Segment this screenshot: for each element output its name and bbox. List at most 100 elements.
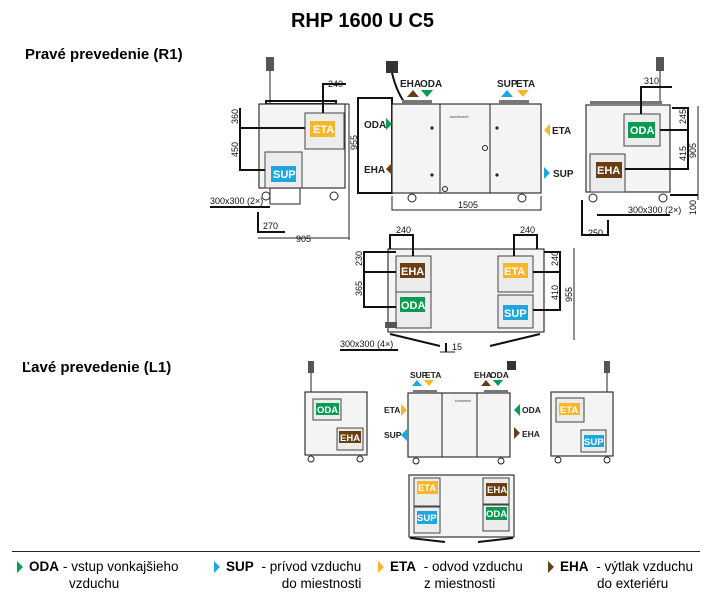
legend-text: - výtlak vzduchu	[592, 559, 694, 574]
motor-icon	[604, 361, 610, 373]
eta-arrow-icon	[401, 404, 407, 416]
flow-label-sup: SUP	[553, 169, 574, 180]
dim-label: 240	[328, 79, 343, 89]
l1-front-view: komfovent SUP ETA EHA ODA ETA SUP ODA EH…	[384, 361, 541, 465]
oda-arrow-icon	[17, 561, 23, 573]
legend-text: do exteriéru	[597, 576, 669, 591]
eta-arrow-icon	[517, 90, 529, 97]
dim-label: 100	[688, 200, 698, 215]
legend-text: vzduchu	[69, 576, 120, 591]
legend-text: z miestnosti	[424, 576, 496, 591]
eta-arrow-icon	[544, 124, 550, 136]
oda-arrow-icon	[514, 404, 520, 416]
legend-text: - odvod vzduchu	[420, 559, 523, 574]
sup-arrow-icon	[544, 167, 550, 179]
dim-label: 955	[349, 135, 359, 150]
dim-label: 240	[520, 225, 535, 235]
dim-label: 905	[688, 143, 698, 158]
l1-bottom-view: ETA SUP EHA ODA	[408, 474, 515, 543]
sup-tag: SUP	[584, 437, 604, 448]
section-title-right: Pravé prevedenie (R1)	[25, 46, 183, 63]
eha-tag: EHA	[487, 485, 507, 496]
motor-icon	[266, 57, 274, 71]
oda-arrow-icon	[493, 380, 503, 386]
sup-arrow-icon	[412, 380, 422, 386]
legend-code: EHA	[560, 559, 589, 574]
oda-tag: ODA	[486, 509, 507, 520]
eta-arrow-icon	[378, 561, 384, 573]
r1-front-view: komfovent 955 1505 EHA ODA SUP ETA ODA E…	[349, 61, 574, 211]
flow-label-eha: EHA	[400, 79, 421, 90]
dim-label: 415	[678, 146, 688, 161]
dim-label: 300x300 (2×)	[628, 205, 681, 215]
legend-text: - prívod vzduchu	[257, 559, 362, 574]
legend-text: - vstup vonkajšieho	[63, 559, 179, 574]
dim-label: 250	[588, 228, 603, 238]
dim-label: 240	[396, 225, 411, 235]
flow-label-sup: SUP	[497, 79, 518, 90]
flow-label-eta: ETA	[552, 126, 571, 137]
dim-label: 1505	[458, 200, 478, 210]
sup-arrow-icon	[501, 90, 513, 97]
sup-arrow-icon	[214, 561, 220, 573]
eta-tag: ETA	[560, 405, 578, 416]
flow-label-oda: ODA	[420, 79, 442, 90]
sup-arrow-icon	[401, 429, 407, 441]
legend-divider	[12, 551, 700, 552]
dim-label: 240	[550, 251, 560, 266]
flow-label-eta: ETA	[516, 79, 535, 90]
dim-label: 300x300 (2×)	[210, 196, 263, 206]
legend-code: ETA	[390, 559, 416, 574]
l1-side-view-right: ETA SUP	[550, 361, 614, 464]
legend-text: do miestnosti	[281, 576, 362, 591]
legend-code: ODA	[29, 559, 59, 574]
section-title-left: Ľavé prevedenie (L1)	[22, 359, 172, 376]
eha-arrow-icon	[386, 163, 392, 175]
dim-label: 905	[296, 234, 311, 244]
sup-tag: SUP	[417, 513, 437, 524]
motor-icon	[656, 57, 664, 71]
dim-label: 955	[564, 287, 574, 302]
flow-label-sup: SUP	[384, 430, 402, 440]
legend-item-oda: ODA - vstup vonkajšieho vzduchu	[17, 558, 179, 592]
flow-label-oda: ODA	[490, 370, 509, 380]
r1-side-view-right: ODA EHA 310 245 415 905 100 300x300 (2×)…	[581, 57, 699, 238]
oda-arrow-icon	[421, 90, 433, 97]
eha-arrow-icon	[548, 561, 554, 573]
eta-tag: ETA	[313, 124, 334, 136]
eta-tag: ETA	[418, 483, 436, 494]
dim-label: 245	[678, 109, 688, 124]
eha-tag: EHA	[340, 433, 360, 444]
flow-label-oda: ODA	[522, 405, 541, 415]
flow-label-oda: ODA	[364, 120, 386, 131]
oda-tag: ODA	[317, 405, 338, 416]
brand-mark: komfovent	[450, 114, 469, 119]
flow-label-eha: EHA	[522, 429, 540, 439]
oda-tag: ODA	[630, 125, 655, 137]
eha-arrow-icon	[514, 427, 520, 439]
eta-tag: ETA	[504, 266, 525, 278]
dim-label: 300x300 (4×)	[340, 339, 393, 349]
r1-bottom-view: EHA ODA ETA SUP 240 240 230 365 240 410 …	[340, 225, 575, 353]
motor-icon	[386, 61, 398, 73]
flow-label-eta: ETA	[425, 370, 441, 380]
eha-arrow-icon	[407, 90, 419, 97]
l1-side-view-left: ODA EHA	[304, 361, 368, 463]
dim-label: 270	[263, 221, 278, 231]
flow-label-eta: ETA	[384, 405, 400, 415]
flow-label-eha: EHA	[364, 165, 385, 176]
motor-icon	[308, 361, 314, 373]
oda-arrow-icon	[386, 118, 392, 130]
eha-tag: EHA	[597, 165, 620, 177]
dim-label: 15	[452, 342, 462, 352]
oda-tag: ODA	[401, 300, 426, 312]
dim-label: 410	[550, 285, 560, 300]
eha-tag: EHA	[401, 266, 424, 278]
motor-icon	[507, 361, 516, 370]
eta-arrow-icon	[424, 380, 434, 386]
sup-tag: SUP	[273, 169, 296, 181]
dim-label: 230	[354, 251, 364, 266]
r1-side-view-left: ETA SUP 240 360 450 300x300 (2×) 270 905	[210, 57, 350, 244]
brand-mark: komfovent	[455, 399, 471, 403]
